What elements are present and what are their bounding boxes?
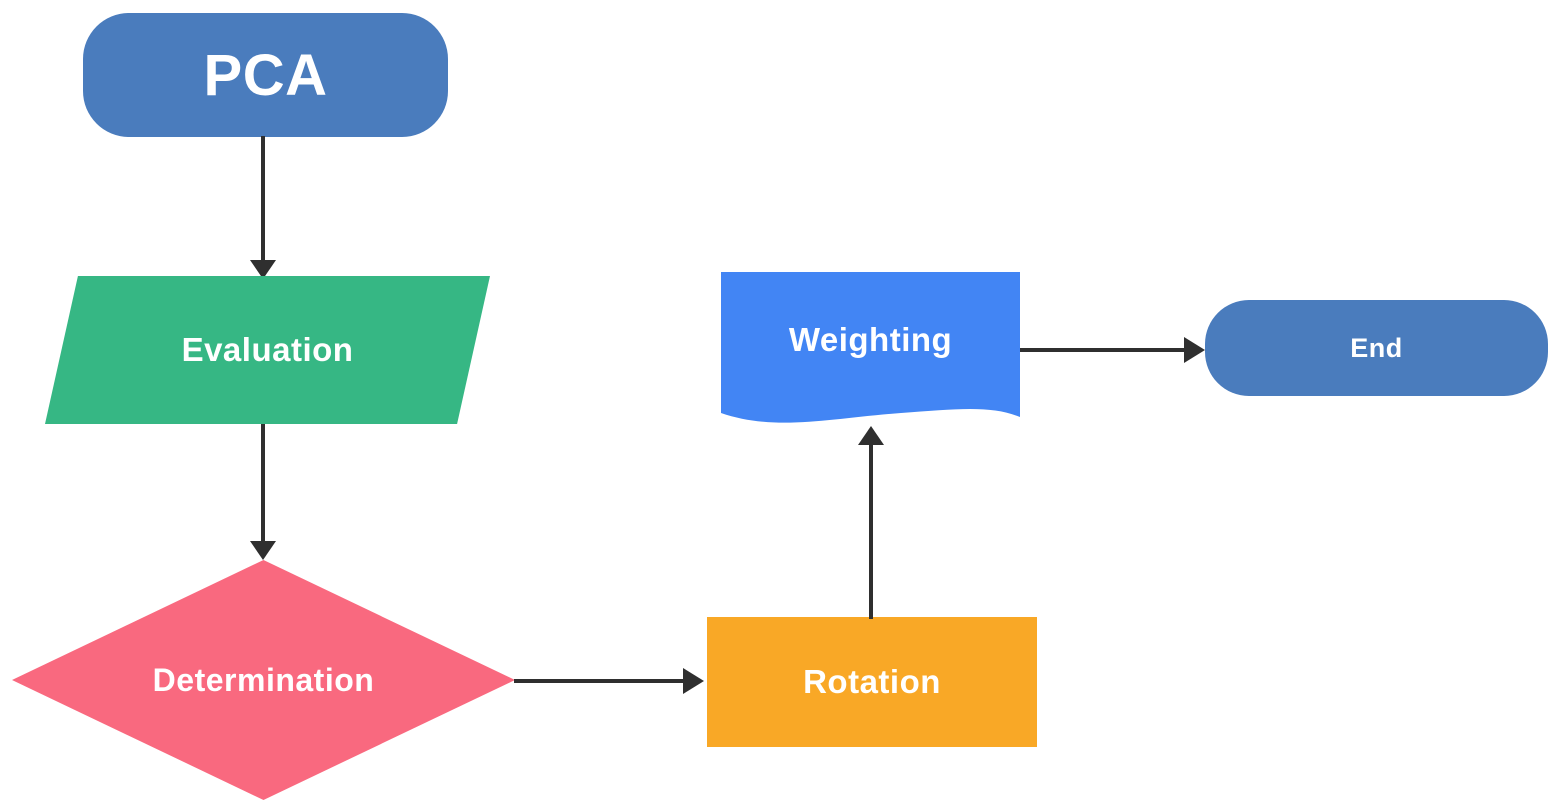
node-determination-label: Determination — [152, 661, 375, 698]
node-rotation: Rotation — [707, 617, 1037, 747]
node-weighting: Weighting — [721, 272, 1020, 430]
node-determination: Determination — [12, 560, 515, 800]
node-evaluation-label: Evaluation — [181, 331, 354, 368]
node-pca: PCA — [83, 13, 448, 137]
arrow-determination-to-rotation — [514, 668, 704, 694]
arrow-pca-to-evaluation — [250, 136, 276, 279]
node-rotation-label: Rotation — [803, 663, 941, 700]
document-shape — [721, 272, 1020, 423]
node-evaluation: Evaluation — [45, 276, 490, 424]
node-pca-label: PCA — [203, 42, 328, 108]
arrow-rotation-to-weighting — [858, 426, 884, 619]
arrow-weighting-to-end — [1020, 337, 1205, 363]
node-end-label: End — [1350, 332, 1403, 363]
node-end: End — [1205, 300, 1548, 396]
node-weighting-label: Weighting — [788, 320, 953, 358]
arrow-evaluation-to-determination — [250, 424, 276, 560]
